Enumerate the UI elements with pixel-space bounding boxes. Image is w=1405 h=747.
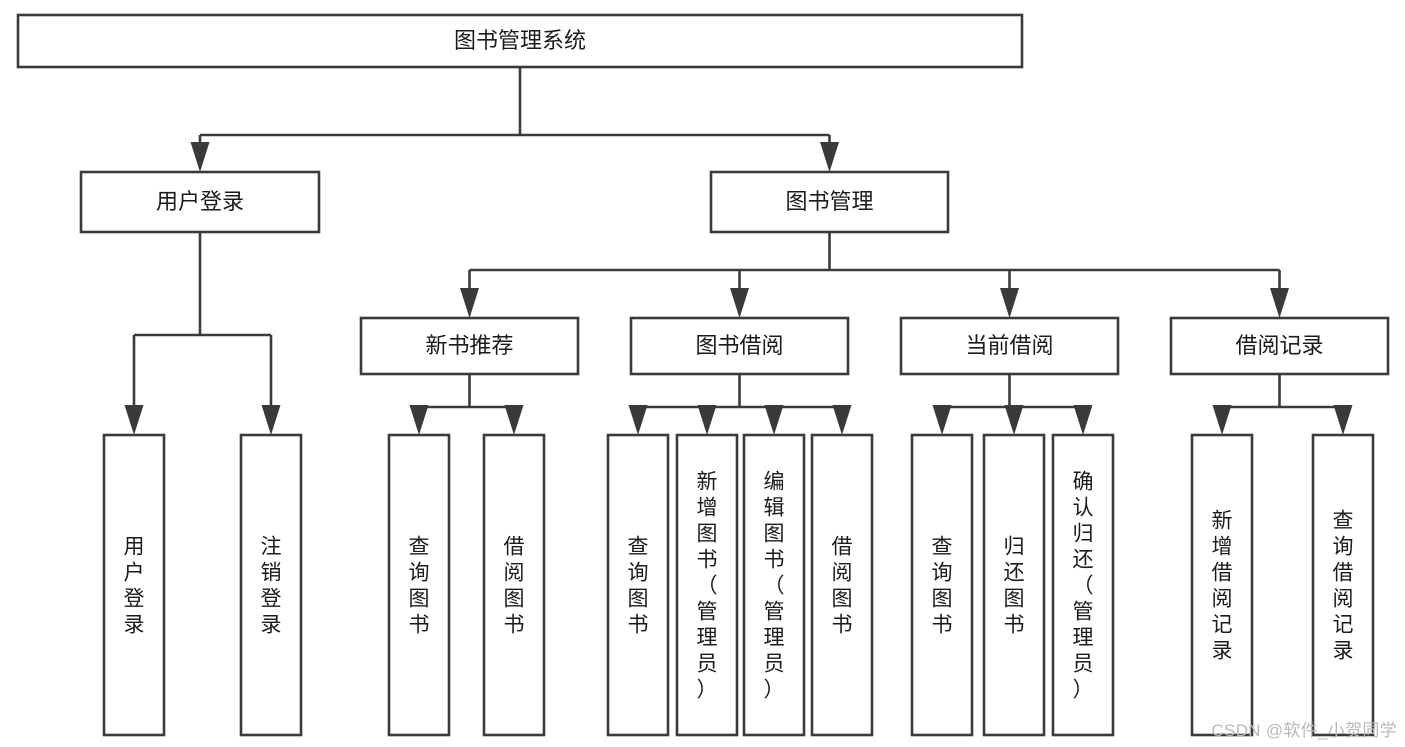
node-box[interactable] [387, 433, 451, 737]
node-label: 图书管理 [785, 189, 873, 214]
node-label: 新书推荐 [425, 333, 513, 358]
nodes-layer: 图书管理系统用户登录图书管理新书推荐图书借阅当前借阅借阅记录用户登录注销登录查询… [16, 13, 1390, 737]
arrow-head-icon [1212, 405, 1232, 435]
node-label: 查询图书 [932, 535, 953, 636]
connectors-layer [124, 67, 1353, 435]
node-label: 确认归还（管理员） [1073, 470, 1094, 701]
arrow-head-icon [932, 405, 952, 435]
node-label: 图书管理系统 [454, 28, 586, 53]
node-label: 借阅图书 [504, 535, 525, 636]
node-book-borrow[interactable]: 图书借阅 [629, 316, 850, 376]
node-leaf-confirm-return[interactable]: 确认归还（管理员） [1051, 433, 1115, 737]
node-box[interactable] [102, 433, 166, 737]
node-user-login[interactable]: 用户登录 [79, 170, 321, 234]
node-box[interactable] [910, 433, 974, 737]
node-leaf-borrow-book-2[interactable]: 借阅图书 [810, 433, 874, 737]
node-label: 归还图书 [1004, 535, 1025, 636]
node-box[interactable] [1051, 433, 1115, 737]
node-box[interactable] [982, 433, 1046, 737]
node-borrow-record[interactable]: 借阅记录 [1169, 316, 1390, 376]
node-label: 查询图书 [409, 535, 430, 636]
arrow-head-icon [190, 142, 210, 172]
node-book-manage[interactable]: 图书管理 [709, 170, 950, 234]
node-box[interactable] [359, 316, 580, 376]
arrow-head-icon [409, 405, 429, 435]
node-root[interactable]: 图书管理系统 [16, 13, 1024, 69]
node-leaf-query-book-3[interactable]: 查询图书 [910, 433, 974, 737]
node-leaf-add-record[interactable]: 新增借阅记录 [1190, 433, 1254, 737]
node-leaf-user-logout[interactable]: 注销登录 [239, 433, 303, 737]
node-leaf-borrow-book-1[interactable]: 借阅图书 [482, 433, 546, 737]
arrow-head-icon [820, 142, 839, 172]
node-new-book-rec[interactable]: 新书推荐 [359, 316, 580, 376]
arrow-head-icon [261, 405, 281, 435]
node-box[interactable] [899, 316, 1120, 376]
node-leaf-user-login[interactable]: 用户登录 [102, 433, 166, 737]
node-box[interactable] [709, 170, 950, 234]
node-label: 图书借阅 [695, 333, 783, 358]
arrow-head-icon [628, 405, 648, 435]
node-box[interactable] [675, 433, 739, 737]
arrow-head-icon [1000, 288, 1019, 318]
node-box[interactable] [482, 433, 546, 737]
node-box[interactable] [742, 433, 806, 737]
arrow-head-icon [697, 405, 717, 435]
node-leaf-query-book-1[interactable]: 查询图书 [387, 433, 451, 737]
node-leaf-query-book-2[interactable]: 查询图书 [606, 433, 670, 737]
node-label: 新增借阅记录 [1212, 509, 1233, 662]
node-label: 新增图书（管理员） [697, 470, 718, 701]
node-label: 编辑图书（管理员） [764, 470, 785, 701]
node-box[interactable] [1311, 433, 1375, 737]
node-leaf-add-book[interactable]: 新增图书（管理员） [675, 433, 739, 737]
arrow-head-icon [124, 405, 144, 435]
arrow-head-icon [730, 288, 749, 318]
arrow-head-icon [504, 405, 524, 435]
arrow-head-icon [1270, 288, 1289, 318]
node-label: 借阅记录 [1235, 333, 1323, 358]
arrow-head-icon [832, 405, 852, 435]
node-leaf-edit-book[interactable]: 编辑图书（管理员） [742, 433, 806, 737]
node-label: 查询图书 [628, 535, 649, 636]
arrow-head-icon [1004, 405, 1024, 435]
node-box[interactable] [629, 316, 850, 376]
node-label: 用户登录 [124, 535, 145, 636]
arrow-head-icon [460, 288, 479, 318]
node-label: 当前借阅 [965, 333, 1053, 358]
node-label: 查询借阅记录 [1333, 509, 1354, 662]
arrow-head-icon [1073, 405, 1093, 435]
node-box[interactable] [16, 13, 1024, 69]
node-box[interactable] [239, 433, 303, 737]
node-label: 注销登录 [261, 535, 282, 636]
node-current-borrow[interactable]: 当前借阅 [899, 316, 1120, 376]
node-box[interactable] [606, 433, 670, 737]
arrow-head-icon [1333, 405, 1353, 435]
node-label: 借阅图书 [832, 535, 853, 636]
node-label: 用户登录 [156, 189, 244, 214]
arrow-head-icon [764, 405, 784, 435]
node-box[interactable] [1190, 433, 1254, 737]
node-box[interactable] [810, 433, 874, 737]
node-leaf-return-book[interactable]: 归还图书 [982, 433, 1046, 737]
node-leaf-query-record[interactable]: 查询借阅记录 [1311, 433, 1375, 737]
node-box[interactable] [79, 170, 321, 234]
node-box[interactable] [1169, 316, 1390, 376]
